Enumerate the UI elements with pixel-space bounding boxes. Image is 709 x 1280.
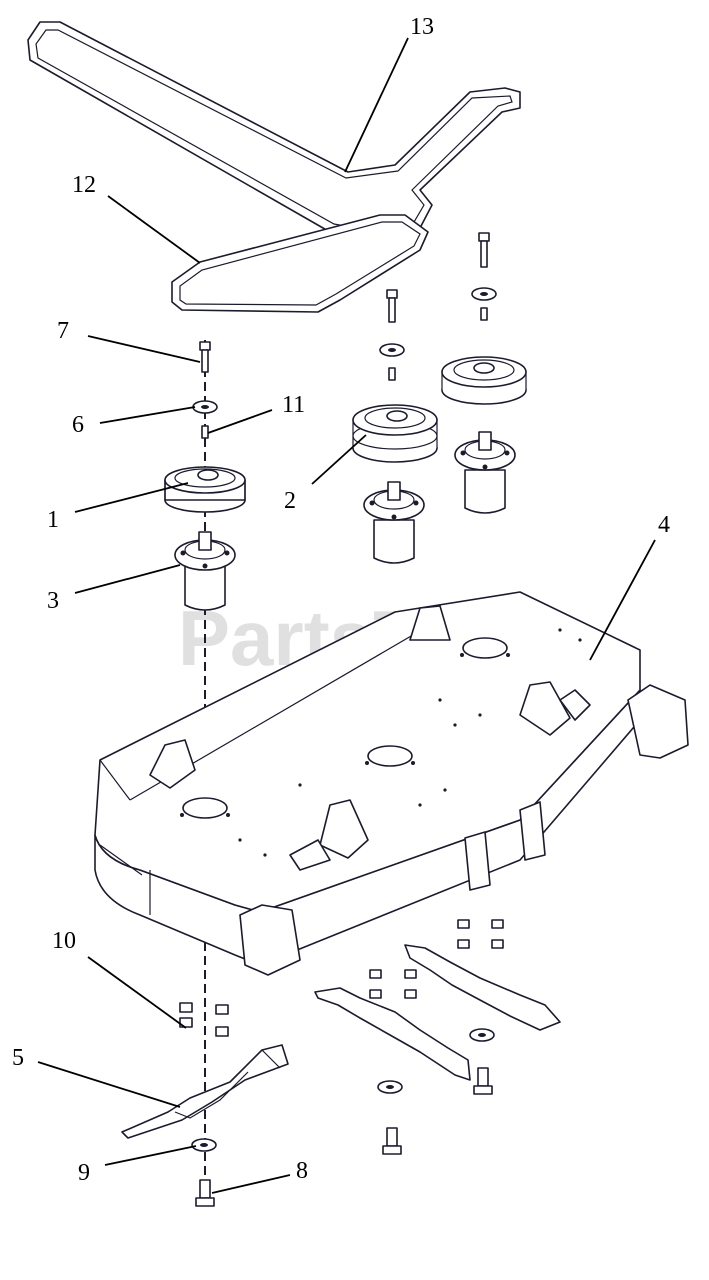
center-key[interactable] bbox=[388, 367, 396, 381]
right-bolt[interactable] bbox=[478, 232, 490, 268]
callout-11: 11 bbox=[282, 392, 305, 418]
belt-12[interactable] bbox=[171, 214, 429, 313]
right-key[interactable] bbox=[480, 307, 488, 321]
nut-10[interactable] bbox=[179, 1002, 229, 1037]
callout-2: 2 bbox=[284, 488, 296, 514]
center-nuts[interactable] bbox=[369, 969, 417, 999]
callout-3: 3 bbox=[47, 588, 59, 614]
callout-8: 8 bbox=[296, 1158, 308, 1184]
bolt-8[interactable] bbox=[195, 1179, 215, 1207]
pulley-2[interactable] bbox=[352, 404, 438, 463]
center-blade-bolt[interactable] bbox=[382, 1127, 402, 1155]
right-pulley[interactable] bbox=[441, 356, 527, 405]
bolt-7[interactable] bbox=[199, 341, 211, 373]
right-blade-washer[interactable] bbox=[469, 1028, 495, 1042]
washer-6[interactable] bbox=[192, 400, 218, 414]
pulley-1[interactable] bbox=[164, 466, 246, 513]
right-washer[interactable] bbox=[471, 287, 497, 301]
belt-13[interactable] bbox=[27, 21, 521, 241]
callout-1: 1 bbox=[47, 507, 59, 533]
right-blade[interactable] bbox=[404, 944, 561, 1031]
callout-12: 12 bbox=[72, 172, 96, 198]
callout-6: 6 bbox=[72, 412, 84, 438]
center-washer[interactable] bbox=[379, 343, 405, 357]
leader-lines bbox=[37, 37, 656, 1194]
callout-10: 10 bbox=[52, 928, 76, 954]
mower-deck-4[interactable] bbox=[94, 591, 689, 976]
spindle-3[interactable] bbox=[174, 531, 236, 611]
callout-13: 13 bbox=[410, 14, 434, 40]
center-spindle[interactable] bbox=[363, 481, 425, 564]
callout-4: 4 bbox=[658, 512, 670, 538]
center-blade-washer[interactable] bbox=[377, 1080, 403, 1094]
washer-9[interactable] bbox=[191, 1138, 217, 1152]
right-spindle[interactable] bbox=[454, 431, 516, 514]
center-blade[interactable] bbox=[314, 987, 471, 1081]
right-nuts[interactable] bbox=[457, 919, 504, 949]
blade-5[interactable] bbox=[121, 1044, 289, 1139]
callout-9: 9 bbox=[78, 1160, 90, 1186]
callout-5: 5 bbox=[12, 1045, 24, 1071]
key-11[interactable] bbox=[201, 425, 209, 439]
center-bolt[interactable] bbox=[386, 289, 398, 323]
right-blade-bolt[interactable] bbox=[473, 1067, 493, 1095]
callout-7: 7 bbox=[57, 318, 69, 344]
